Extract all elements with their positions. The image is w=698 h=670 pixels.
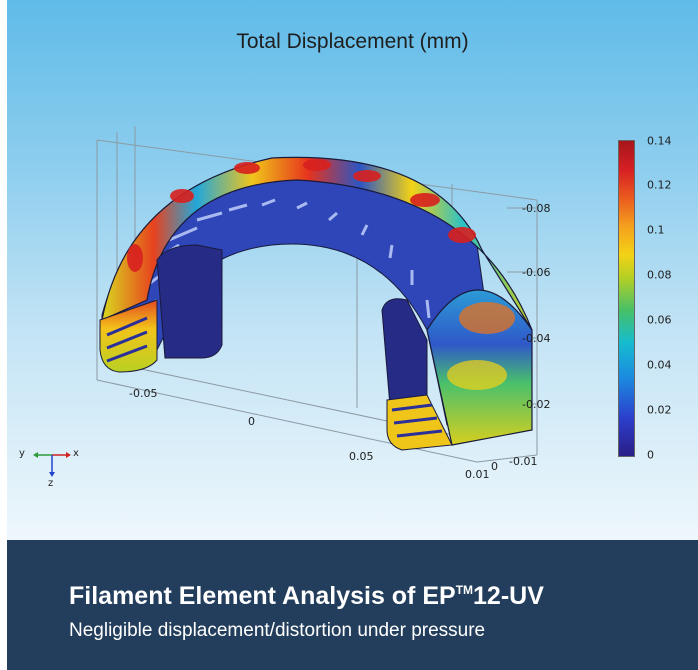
- axis-tick: 0: [248, 415, 255, 428]
- axis-tick: -0.01: [509, 455, 538, 468]
- axis-tick: -0.04: [522, 332, 551, 345]
- hotspot: [459, 302, 515, 334]
- axis-tick: 0.01: [465, 468, 490, 481]
- color-scale-tick: 0.14: [647, 134, 672, 148]
- triad-x-label: x: [73, 448, 79, 459]
- left-leg: [99, 299, 158, 373]
- plot-panel: Total Displacement (mm): [7, 0, 698, 540]
- color-scale-tick: 0.12: [647, 178, 672, 192]
- axis-tick: 0.05: [349, 450, 374, 463]
- plot-title: Total Displacement (mm): [236, 30, 469, 53]
- color-scale-tick: 0.06: [647, 313, 672, 327]
- color-scale-tick: 0.04: [647, 358, 672, 372]
- axis-tick: -0.06: [522, 266, 551, 279]
- triad-z-label: z: [48, 478, 54, 489]
- color-scale-tick: 0.08: [647, 268, 672, 282]
- crest-hotspots: [127, 159, 476, 272]
- color-scale-tick: 0.02: [647, 403, 672, 417]
- color-scale-bar: [618, 140, 635, 457]
- caption-subtitle: Negligible displacement/distortion under…: [69, 620, 486, 641]
- displacement-model-3d: [33, 126, 538, 477]
- caption-title: Filament Element Analysis of EPTM12-UV: [69, 582, 544, 610]
- color-scale-tick: 0.1: [647, 223, 665, 237]
- axis-tick: -0.02: [522, 398, 551, 411]
- axis-tick: 0: [491, 460, 498, 473]
- right-leg: [386, 394, 453, 451]
- axis-tick: -0.05: [129, 387, 158, 400]
- axis-triad: [33, 452, 71, 477]
- triad-y-label: y: [19, 448, 25, 459]
- caption-banner: Filament Element Analysis of EPTM12-UV N…: [7, 540, 698, 670]
- hotspot: [447, 360, 507, 390]
- arch-opening-left: [156, 244, 223, 359]
- axis-tick: -0.08: [522, 202, 551, 215]
- color-scale-tick: 0: [647, 448, 654, 462]
